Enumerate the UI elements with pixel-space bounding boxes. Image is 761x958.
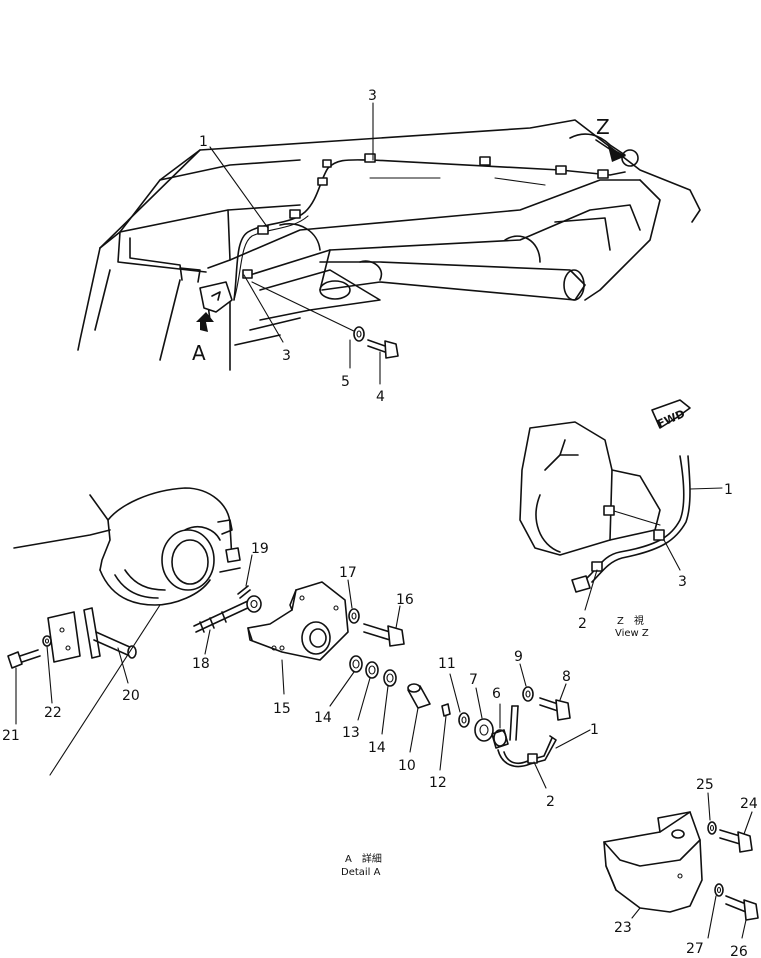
washer-part-25: 25 (696, 777, 717, 835)
callout-16: 16 (396, 592, 414, 608)
detail-a-caption-en: Detail A (341, 867, 381, 878)
callout-18: 18 (192, 656, 210, 672)
bolt-part-16: 16 (363, 592, 414, 647)
callout-5: 5 (341, 374, 350, 390)
callout-15: 15 (273, 701, 291, 717)
fwd-direction-marker: FWD (651, 399, 691, 431)
callout-1: 1 (724, 482, 733, 498)
view-label-z: Z (596, 115, 610, 139)
callout-19: 19 (251, 541, 269, 557)
view-z-drawing: 1 3 2 Z 視 View Z (519, 421, 733, 639)
view-label-a: A (192, 341, 206, 365)
callout-13: 13 (342, 725, 360, 741)
callout-14: 14 (368, 740, 386, 756)
view-arrow-z: Z (595, 115, 626, 162)
callout-7: 7 (469, 672, 478, 688)
callout-1: 1 (590, 722, 599, 738)
callout-23: 23 (614, 920, 632, 936)
callout-9: 9 (514, 649, 523, 665)
bushing-part-13: 13 (342, 661, 379, 741)
bolt-part-26: 26 (725, 895, 759, 958)
shaft-part-10: 10 (398, 683, 431, 774)
callout-25: 25 (696, 777, 714, 793)
bearing-part-14a: 14 (314, 655, 363, 726)
callout-8: 8 (562, 669, 571, 685)
clip-part-12: 12 (429, 703, 451, 791)
callout-10: 10 (398, 758, 416, 774)
callout-12: 12 (429, 775, 447, 791)
wire-harness-top (199, 153, 626, 313)
washer-part-5 (353, 326, 365, 342)
callout-3: 3 (678, 574, 687, 590)
bolt-part-8: 8 (539, 669, 571, 721)
callout-3: 3 (368, 88, 377, 104)
pin-part-19: 19 (237, 541, 269, 599)
callout-1: 1 (199, 134, 208, 150)
callout-14: 14 (314, 710, 332, 726)
bolt-part-4 (367, 339, 399, 359)
callout-3: 3 (282, 348, 291, 364)
machine-body-drawing (77, 119, 701, 371)
plate-part-22: 22 (42, 611, 81, 721)
cover-part-23: 23 (603, 811, 703, 936)
view-arrow-a: A (192, 312, 214, 365)
callout-11: 11 (438, 656, 456, 672)
bracket-part-15: 15 (247, 581, 349, 717)
rod-part-18: 18 (192, 595, 262, 672)
callout-27: 27 (686, 941, 704, 957)
callout-26: 26 (730, 944, 748, 958)
detail-a-housing (13, 487, 241, 606)
callout-24: 24 (740, 796, 758, 812)
bolt-part-21: 21 (2, 649, 41, 744)
view-z-caption-en: View Z (615, 628, 649, 639)
view-z-caption-jp: Z 視 (617, 614, 644, 627)
detail-a-caption-jp: A 詳細 (345, 852, 382, 865)
callout-20: 20 (122, 688, 140, 704)
detail-a-caption: A 詳細 Detail A (341, 852, 382, 878)
callout-22: 22 (44, 705, 62, 721)
bolt-part-24: 24 (719, 796, 758, 853)
plate-part-7: 7 (469, 672, 494, 742)
bearing-part-14b: 14 (368, 669, 397, 756)
callout-2: 2 (578, 616, 587, 632)
top-callouts: 1 3 3 5 4 (199, 88, 385, 405)
callout-2: 2 (546, 794, 555, 810)
washer-part-11: 11 (438, 656, 470, 728)
callout-4: 4 (376, 389, 385, 405)
wire-part-1-detail: 1 2 (497, 705, 599, 810)
lever-part-20: 20 (49, 604, 161, 776)
washer-part-9: 9 (514, 649, 534, 702)
washer-part-27: 27 (686, 883, 724, 957)
washer-part-17: 17 (339, 565, 360, 624)
callout-21: 21 (2, 728, 20, 744)
callout-6: 6 (492, 686, 501, 702)
sensor-part-6: 6 (491, 686, 509, 749)
callout-17: 17 (339, 565, 357, 581)
